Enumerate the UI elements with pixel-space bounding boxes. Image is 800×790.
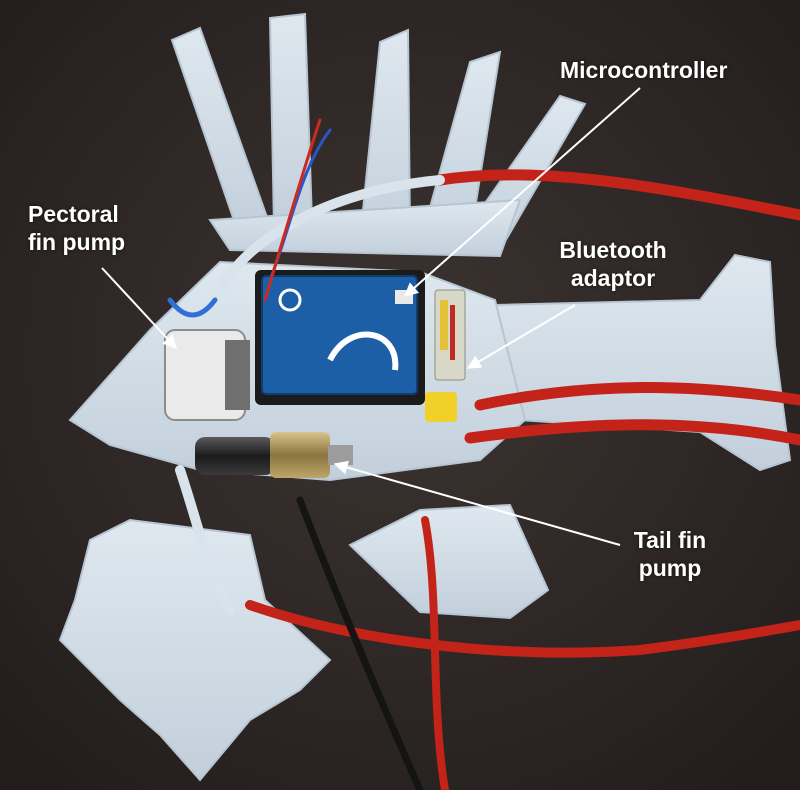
annotation-arrows	[101, 87, 641, 546]
label-line: Pectoral	[28, 201, 119, 227]
label-line: Tail fin	[633, 527, 707, 553]
microcontroller-arrow	[403, 87, 641, 297]
pectoral-fin	[58, 518, 332, 782]
label-line: pump	[638, 555, 702, 581]
tubes	[167, 118, 800, 790]
bluetooth-arrow	[466, 304, 576, 369]
label-tail-fin-pump: Tail fin pump	[615, 526, 725, 582]
pectoral-arrow	[101, 267, 177, 350]
label-bluetooth-adaptor: Bluetooth adaptor	[548, 236, 678, 292]
label-line: adaptor	[570, 265, 656, 291]
label-pectoral-fin-pump: Pectoral fin pump	[28, 200, 125, 256]
label-microcontroller: Microcontroller	[560, 56, 727, 84]
label-line: Microcontroller	[560, 57, 728, 83]
pectoral-fin-pump	[164, 329, 250, 421]
label-line: Bluetooth	[559, 237, 667, 263]
dorsal-fin	[170, 12, 587, 258]
yellow-connector	[425, 392, 457, 422]
bluetooth-adaptor	[434, 289, 466, 381]
pelvic-fin	[348, 503, 550, 620]
microcontroller-board	[255, 270, 425, 405]
tail-arrow	[333, 460, 621, 546]
label-line: fin pump	[28, 229, 126, 255]
tail-fin-pump	[195, 432, 353, 478]
